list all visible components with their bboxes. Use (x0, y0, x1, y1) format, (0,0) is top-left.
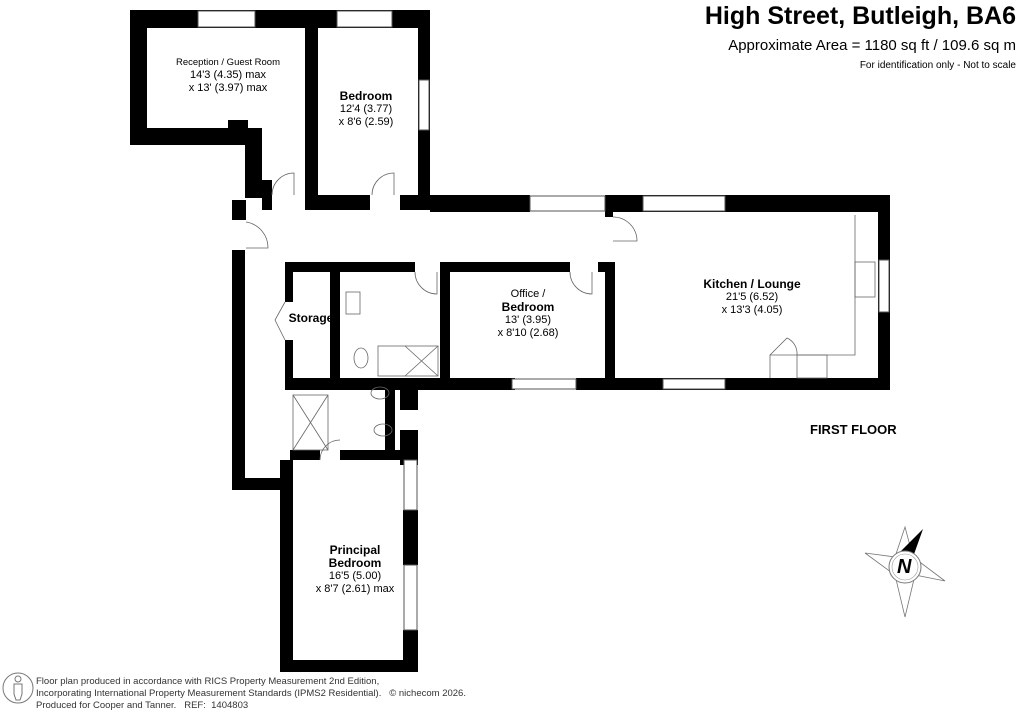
room-dim: 13' (3.95) (504, 314, 552, 326)
room-dim: 16'5 (5.00) (328, 570, 382, 582)
room-bedroom: Bedroom 12'4 (3.77) x 8'6 (2.59) (339, 90, 394, 129)
disclaimer: For identification only - Not to scale (859, 60, 1016, 71)
person-icon (2, 672, 34, 704)
room-name: Bedroom (328, 556, 382, 570)
room-name: Bedroom (501, 300, 555, 314)
floor-label: FIRST FLOOR (810, 422, 897, 437)
room-dim: x 13' (3.97) max (188, 82, 268, 94)
room-dim: 21'5 (6.52) (725, 291, 779, 303)
walls (130, 10, 890, 672)
approximate-area: Approximate Area = 1180 sq ft / 109.6 sq… (728, 37, 1016, 54)
room-kitchen: Kitchen / Lounge 21'5 (6.52) x 13'3 (4.0… (703, 278, 800, 317)
footer-line: Incorporating International Property Mea… (36, 688, 466, 699)
room-dim: 14'3 (4.35) max (189, 69, 267, 81)
footer-line: Floor plan produced in accordance with R… (36, 676, 380, 687)
room-reception: Reception / Guest Room 14'3 (4.35) max x… (176, 56, 280, 95)
windows (197, 10, 890, 631)
room-dim: 12'4 (3.77) (339, 103, 393, 115)
footer: Floor plan produced in accordance with R… (36, 676, 466, 712)
footer-line: Produced for Cooper and Tanner. REF: 140… (36, 700, 249, 711)
page-title: High Street, Butleigh, BA6 (704, 2, 1016, 30)
room-dim: x 8'7 (2.61) max (315, 583, 395, 595)
room-name: Bedroom (339, 89, 393, 103)
room-dim: x 8'6 (2.59) (338, 116, 394, 128)
room-office: Office / Bedroom 13' (3.95) x 8'10 (2.68… (498, 288, 559, 340)
compass-label: N (897, 556, 912, 578)
room-name: Kitchen / Lounge (703, 277, 801, 291)
room-dim: x 8'10 (2.68) (497, 327, 559, 339)
room-name: Principal (329, 543, 381, 557)
room-dim: x 13'3 (4.05) (721, 304, 783, 316)
room-principal-bedroom: Principal Bedroom 16'5 (5.00) x 8'7 (2.6… (316, 544, 395, 596)
north-arrow-icon (864, 525, 946, 618)
room-storage: Storage (288, 311, 334, 325)
fixtures (245, 172, 876, 461)
room-name: Office / (510, 288, 546, 300)
room-name: Reception / Guest Room (175, 57, 281, 68)
